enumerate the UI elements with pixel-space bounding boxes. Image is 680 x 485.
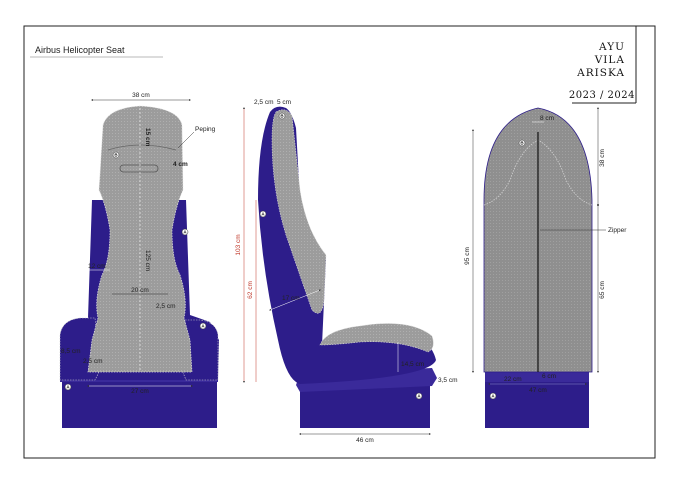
back-label-base-1: 22 cm — [504, 376, 522, 383]
side-label-thickness: 17 cm — [282, 295, 300, 302]
back-label-zipper: Zipper — [608, 227, 627, 234]
back-label-lower: 65 cm — [599, 281, 606, 299]
front-view: 38 cm 15 cm 125 cm Peping 4 cm 12 cm 20 … — [59, 92, 219, 428]
back-label-upper: 38 cm — [599, 149, 606, 167]
side-label-base-h: 3,5 cm — [438, 377, 458, 384]
front-label-headrest: 15 cm — [144, 128, 151, 147]
front-marker-a-1 — [181, 228, 189, 236]
designer-name-line-1: AYU — [598, 41, 625, 53]
front-label-side: 12 cm — [88, 263, 106, 270]
front-marker-a-2 — [199, 322, 207, 330]
side-marker-b-text: B — [280, 114, 284, 119]
designer-name-line-3: ARISKA — [576, 67, 625, 79]
front-marker-a-3 — [64, 383, 72, 391]
front-headrest-slot — [119, 164, 159, 173]
front-label-width-top: 38 cm — [132, 92, 150, 99]
front-label-base: 27 cm — [131, 388, 149, 395]
back-label-base-3: 47 cm — [529, 387, 547, 394]
side-label-top-b: 5 cm — [277, 99, 291, 106]
side-marker-a-1-text: A — [261, 212, 265, 217]
back-marker-b-text: B — [520, 141, 524, 146]
sheet-title: Airbus Helicopter Seat — [35, 45, 125, 55]
side-marker-b — [278, 112, 286, 120]
back-base-band — [485, 372, 589, 382]
front-piping — [107, 144, 177, 151]
side-view: 2,5 cm 5 cm 103 cm 62 cm 17 cm 14,5 cm 3… — [235, 99, 458, 444]
back-label-total: 95 cm — [464, 247, 471, 265]
side-grey-seat — [319, 323, 434, 353]
back-label-base-2: 6 cm — [542, 373, 556, 380]
back-marker-b — [518, 139, 526, 147]
back-view: 8 cm 38 cm Zipper 95 cm 65 cm 22 cm 6 cm… — [464, 107, 627, 428]
front-label-small-b: 2,5 cm — [83, 358, 103, 365]
front-marker-a-1-text: A — [183, 230, 187, 235]
side-marker-a-2 — [415, 392, 423, 400]
back-label-top: 8 cm — [540, 115, 554, 122]
side-label-top-a: 2,5 cm — [254, 99, 274, 106]
front-label-center-len: 125 cm — [144, 250, 151, 271]
front-marker-b-text: B — [114, 153, 118, 158]
front-label-middle: 20 cm — [131, 287, 149, 294]
side-shell — [258, 106, 436, 385]
side-label-total: 103 cm — [235, 234, 242, 255]
front-marker-a-2-text: A — [201, 324, 205, 329]
side-marker-a-1 — [259, 210, 267, 218]
back-marker-a — [489, 392, 497, 400]
side-label-back: 62 cm — [247, 281, 254, 299]
sheet-year: 2023 / 2024 — [569, 90, 635, 101]
front-label-piping-w: 4 cm — [173, 161, 188, 168]
side-marker-a-2-text: A — [417, 394, 421, 399]
front-marker-b — [112, 151, 120, 159]
front-label-piping: Peping — [195, 126, 216, 133]
front-base — [62, 376, 217, 428]
side-label-depth: 46 cm — [356, 437, 374, 444]
front-leader-piping — [177, 131, 195, 149]
back-marker-a-text: A — [491, 394, 495, 399]
front-label-small-a: 2,5 cm — [156, 303, 176, 310]
front-marker-a-3-text: A — [66, 385, 70, 390]
front-grey-body — [87, 105, 193, 373]
designer-name-line-2: VILA — [594, 54, 625, 66]
front-label-arm: 8,5 cm — [61, 348, 81, 355]
sheet-border — [23, 25, 656, 459]
side-dim-thickness — [269, 289, 321, 311]
side-label-cushion: 14,5 cm — [401, 361, 424, 368]
side-grey-back — [271, 109, 327, 314]
